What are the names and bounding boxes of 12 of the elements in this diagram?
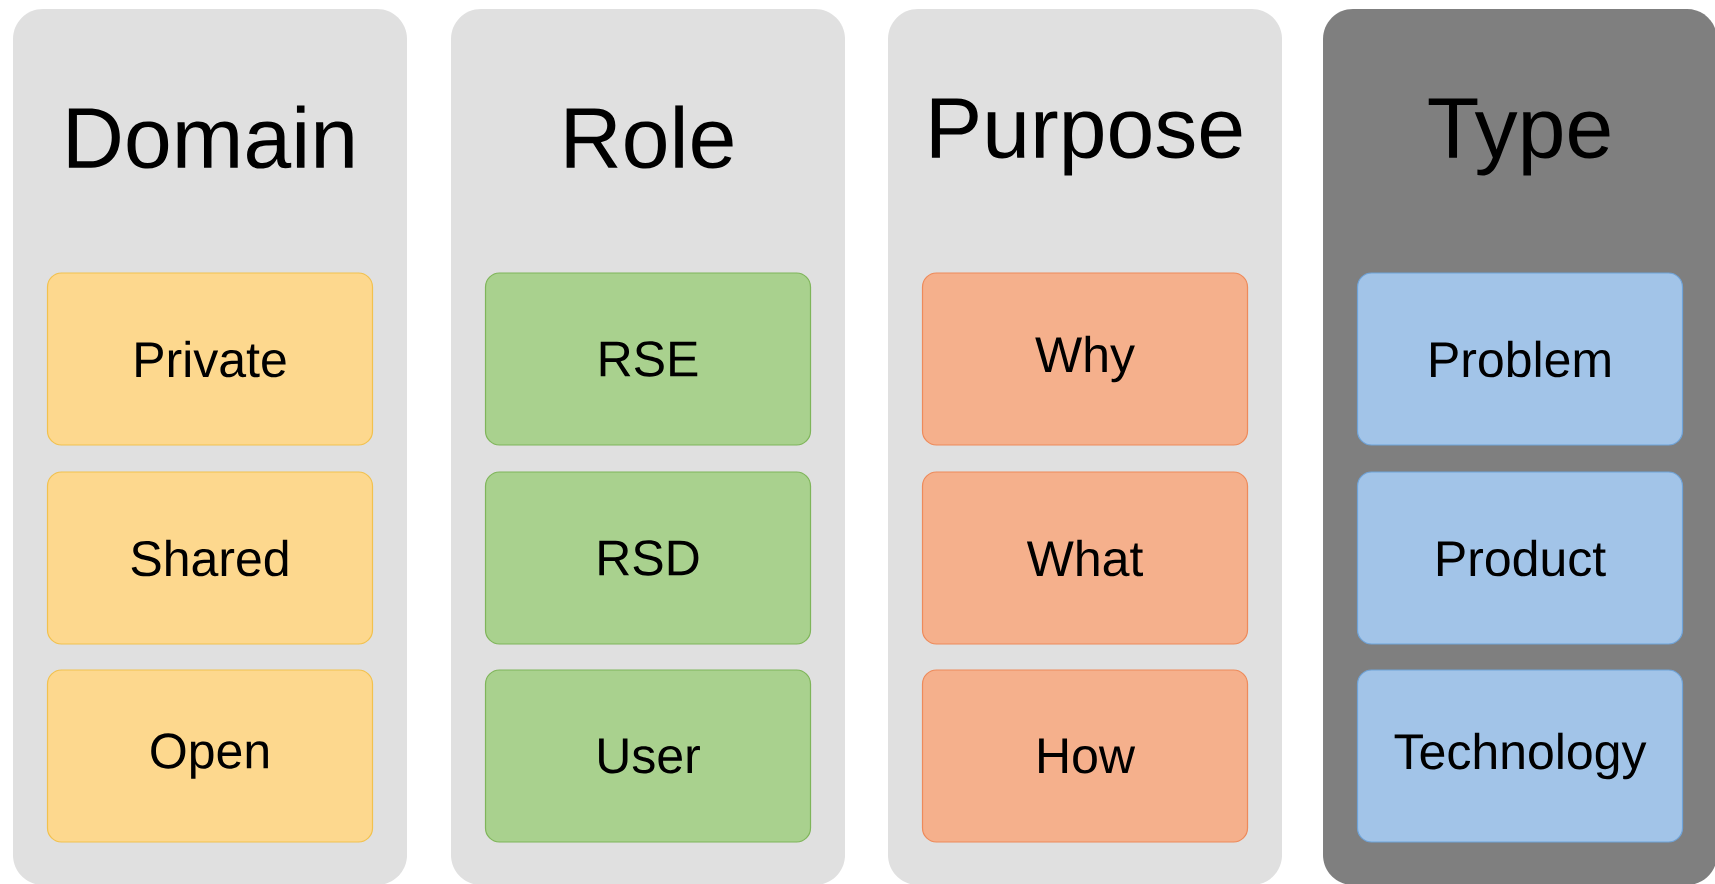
category-box: RSD bbox=[484, 471, 812, 645]
category-box: Technology bbox=[1356, 669, 1684, 843]
category-box: What bbox=[921, 471, 1249, 645]
category-box: Shared bbox=[46, 471, 374, 645]
category-box: Problem bbox=[1356, 272, 1684, 446]
category-box: RSE bbox=[484, 272, 812, 446]
category-box: How bbox=[921, 669, 1249, 843]
category-box: Why bbox=[921, 272, 1249, 446]
category-box: Open bbox=[46, 669, 374, 843]
category-box: User bbox=[484, 669, 812, 843]
category-box: Private bbox=[46, 272, 374, 446]
category-box: Product bbox=[1356, 471, 1684, 645]
